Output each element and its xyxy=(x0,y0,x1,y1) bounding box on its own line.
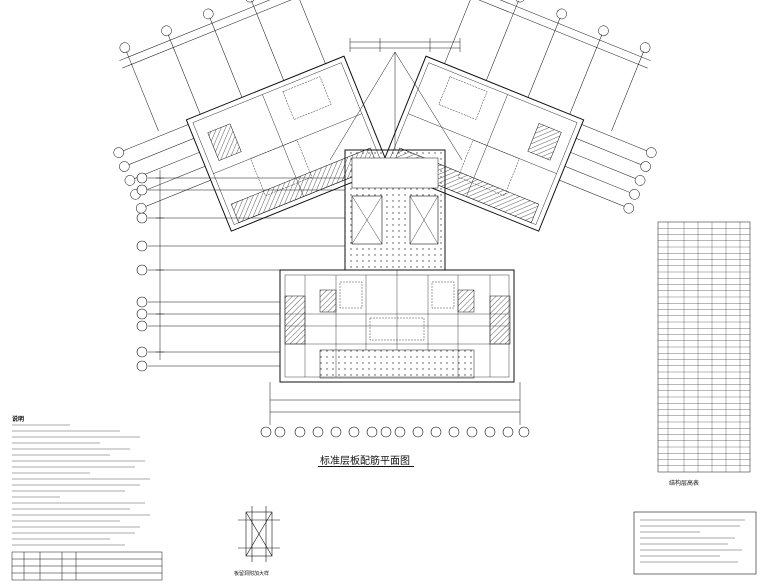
axis-bubble xyxy=(312,426,324,438)
axis-bubble xyxy=(274,426,286,438)
central-wedge xyxy=(329,51,463,161)
floor-height-table xyxy=(657,221,751,473)
axis-bubble xyxy=(136,172,148,184)
axis-bubble xyxy=(366,426,378,438)
axis-bubble xyxy=(466,426,478,438)
core xyxy=(344,149,446,271)
axis-bubble xyxy=(394,426,406,438)
axis-bubble xyxy=(136,264,148,276)
title-underline xyxy=(318,466,414,467)
axis-bubble xyxy=(484,426,496,438)
opening-detail xyxy=(238,506,280,562)
axis-bubble xyxy=(502,426,514,438)
axis-bubble xyxy=(136,320,148,332)
left-axis-bubbles xyxy=(136,172,148,372)
left-wing xyxy=(113,0,390,232)
axis-bubble xyxy=(136,308,148,320)
axis-bubble xyxy=(136,360,148,372)
axis-bubble xyxy=(136,296,148,308)
axis-bubble xyxy=(260,426,272,438)
axis-bubble xyxy=(294,426,306,438)
axis-bubble xyxy=(136,184,148,196)
bottom-axis-bubbles xyxy=(260,426,530,438)
drawing-title: 标准层板配筋平面图 xyxy=(320,456,410,467)
notes-heading: 说明 xyxy=(12,416,25,423)
legend-table xyxy=(11,551,163,581)
axis-bubble xyxy=(518,426,530,438)
axis-bubble xyxy=(448,426,460,438)
top-dimension-lines xyxy=(349,38,461,52)
axis-bubble xyxy=(136,212,148,224)
notes-block xyxy=(12,424,150,546)
axis-bubble xyxy=(412,426,424,438)
axis-bubble xyxy=(136,240,148,252)
axis-bubble xyxy=(430,426,442,438)
left-grid-lines xyxy=(148,170,345,367)
axis-bubble xyxy=(330,426,342,438)
table-title: 结构层高表 xyxy=(669,480,700,487)
right-notes-block xyxy=(633,511,757,575)
axis-bubble xyxy=(348,426,360,438)
axis-bubble xyxy=(136,346,148,358)
axis-bubble xyxy=(380,426,392,438)
detail-title: 板留洞附加大样 xyxy=(234,571,270,577)
main-block xyxy=(279,269,515,383)
bottom-dimension-lines xyxy=(269,382,521,425)
